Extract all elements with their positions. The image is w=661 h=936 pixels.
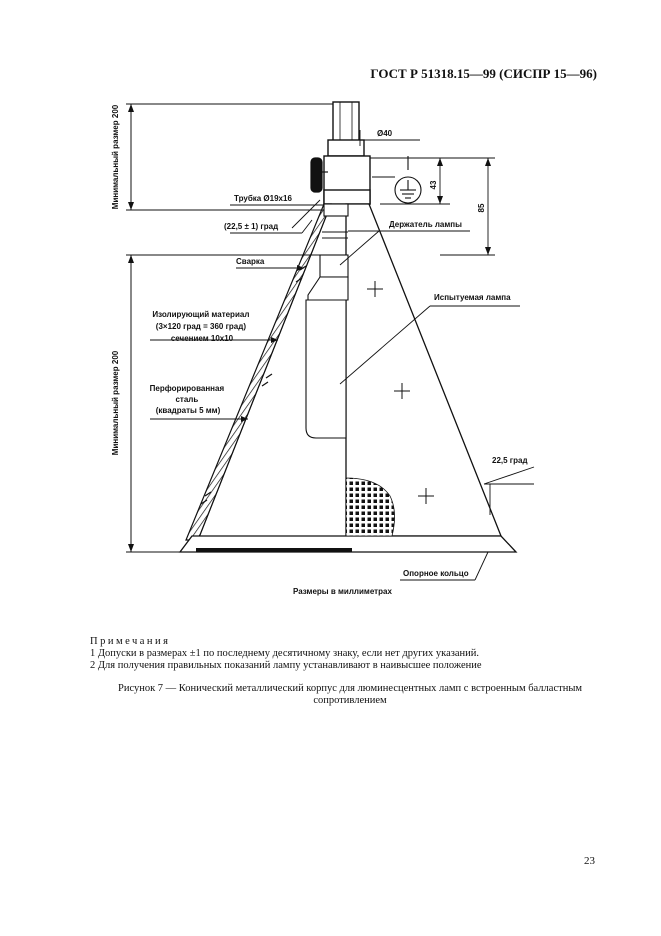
page-number: 23 <box>584 855 595 867</box>
document-header: ГОСТ Р 51318.15—99 (СИСПР 15—96) <box>370 66 597 81</box>
weld-marks <box>200 265 307 505</box>
note-item: 2 Для получения правильных показаний лам… <box>90 660 482 671</box>
arrow-heads <box>128 104 134 552</box>
ground-symbol <box>372 156 422 204</box>
diameter-40-label: Ø40 <box>377 129 393 138</box>
tube-label: Трубка Ø19x16 <box>234 194 292 203</box>
perforated-steel <box>345 477 395 537</box>
weld-label: Сварка <box>236 257 265 266</box>
min-size-label-lower: Минимальный размер 200 <box>111 350 120 455</box>
notes-block: Примечания 1 Допуски в размерах ±1 по по… <box>90 636 610 672</box>
top-tube <box>323 101 371 205</box>
angle-top-label: (22,5 ± 1) град <box>224 222 278 231</box>
knob <box>310 157 328 193</box>
support-ring-label: Опорное кольцо <box>403 569 469 578</box>
insulating-label: Изолирующий материал (3×120 град = 360 г… <box>152 310 251 343</box>
figure-caption: Рисунок 7 — Конический металлический кор… <box>117 683 583 706</box>
note-item: 1 Допуски в размерах ±1 по последнему де… <box>90 648 480 659</box>
left-dimensions <box>126 103 345 553</box>
cross-marks <box>367 281 434 504</box>
right-dimensions <box>370 157 495 256</box>
angle-side-label: 22,5 град <box>492 456 528 465</box>
notes-title: Примечания <box>90 636 171 647</box>
dim-43-label: 43 <box>429 180 438 189</box>
lamp <box>305 203 349 439</box>
perforated-label: Перфорированная сталь (квадраты 5 мм) <box>150 384 227 415</box>
test-lamp-label: Испытуемая лампа <box>434 293 511 302</box>
lamp-holder-label: Держатель лампы <box>389 220 462 229</box>
units-label: Размеры в миллиметрах <box>293 587 392 596</box>
dim-85-label: 85 <box>477 203 486 212</box>
min-size-label-upper: Минимальный размер 200 <box>111 104 120 209</box>
cone-enclosure-diagram: Минимальный размер 200 Минимальный разме… <box>111 101 535 596</box>
leader-lines <box>150 199 535 581</box>
diameter-dimension <box>333 130 420 146</box>
